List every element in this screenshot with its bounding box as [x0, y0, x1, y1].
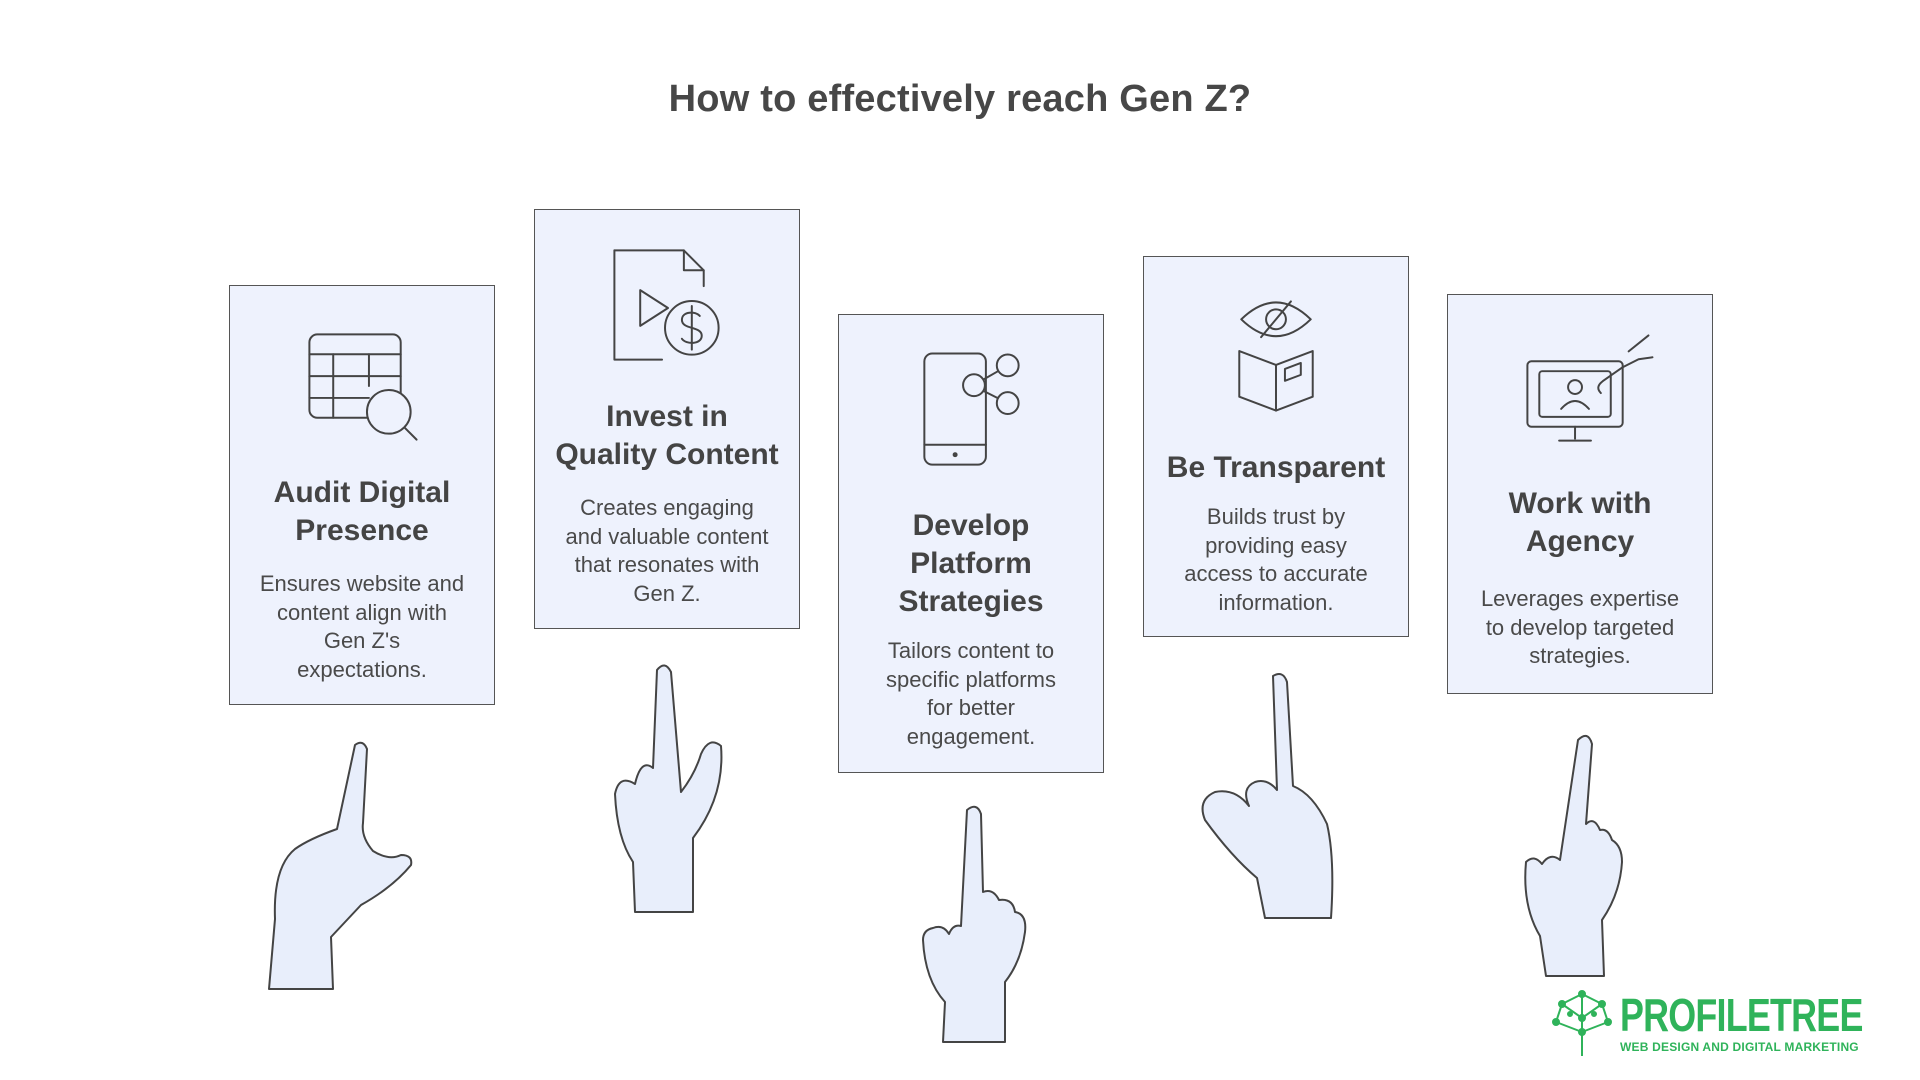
heading-line: Presence: [295, 514, 429, 547]
pointing-hand-icon: [268, 741, 413, 990]
heading-line: Be Transparent: [1166, 451, 1386, 484]
card-description: Tailors content to specific platforms fo…: [857, 637, 1085, 751]
desc-line: to develop targeted: [1485, 614, 1675, 640]
desc-line: Gen Z's: [323, 628, 401, 653]
card-heading: Audit Digital Presence: [242, 474, 482, 550]
card-work-with-agency: Work with Agency Leverages expertise to …: [1447, 294, 1713, 694]
heading-line: Invest in: [606, 400, 728, 433]
card-description: Builds trust by providing easy access to…: [1162, 503, 1390, 617]
tree-network-icon: [1552, 990, 1612, 1056]
desc-line: Builds trust by: [1206, 504, 1346, 529]
eye-book-icon: [1238, 300, 1314, 412]
desc-line: Creates engaging: [580, 495, 754, 520]
card-heading: Develop Platform Strategies: [851, 507, 1091, 621]
desc-line: and valuable content: [565, 523, 769, 549]
desc-line: strategies.: [1529, 643, 1631, 668]
card-invest-quality-content: Invest in Quality Content Creates engagi…: [534, 209, 800, 629]
desc-line: that resonates with: [574, 552, 760, 577]
desc-line: content align with: [277, 599, 447, 625]
pointing-hand-icon: [922, 805, 1027, 1043]
heading-line: Strategies: [898, 585, 1044, 618]
table-search-icon: [308, 333, 418, 441]
heading-line: Quality Content: [555, 438, 779, 471]
phone-share-icon: [923, 352, 1020, 466]
desc-line: for better: [926, 695, 1016, 720]
card-heading: Work with Agency: [1460, 485, 1700, 561]
desc-line: Gen Z.: [633, 580, 701, 606]
card-description: Creates engaging and valuable content th…: [553, 494, 781, 608]
desc-line: providing easy: [1205, 532, 1347, 558]
desc-line: Leverages expertise: [1480, 586, 1680, 611]
desc-line: access to accurate: [1184, 561, 1368, 586]
heading-line: Agency: [1525, 525, 1635, 558]
card-develop-platform-strategies: Develop Platform Strategies Tailors cont…: [838, 314, 1104, 773]
desc-line: expectations.: [297, 656, 427, 682]
card-description: Leverages expertise to develop targeted …: [1466, 585, 1694, 671]
desc-line: engagement.: [906, 723, 1036, 749]
logo-brand-text: PROFILETREE: [1620, 989, 1863, 1041]
card-be-transparent: Be Transparent Builds trust by providing…: [1143, 256, 1409, 637]
card-audit-digital-presence: Audit Digital Presence Ensures website a…: [229, 285, 495, 705]
pointing-hand-icon: [1201, 673, 1334, 919]
desc-line: specific platforms: [886, 666, 1056, 692]
desc-line: Tailors content to: [887, 638, 1055, 663]
profiletree-logo: PROFILETREE WEB DESIGN AND DIGITAL MARKE…: [1550, 988, 1863, 1058]
heading-line: Work with: [1508, 487, 1652, 520]
pointing-hand-icon: [614, 664, 723, 913]
card-heading: Be Transparent: [1156, 449, 1396, 487]
card-heading: Invest in Quality Content: [547, 398, 787, 474]
heading-line: Platform: [910, 547, 1032, 580]
monitor-user-hand-icon: [1526, 334, 1654, 442]
page-title: How to effectively reach Gen Z?: [668, 78, 1252, 120]
pointing-hand-icon: [1524, 734, 1623, 977]
heading-line: Audit Digital: [273, 476, 451, 509]
logo-tagline: WEB DESIGN AND DIGITAL MARKETING: [1620, 1040, 1859, 1054]
video-dollar-icon: [613, 249, 720, 361]
desc-line: information.: [1218, 589, 1334, 615]
desc-line: Ensures website and: [259, 571, 465, 596]
card-description: Ensures website and content align with G…: [248, 570, 476, 684]
heading-line: Develop: [912, 509, 1030, 542]
